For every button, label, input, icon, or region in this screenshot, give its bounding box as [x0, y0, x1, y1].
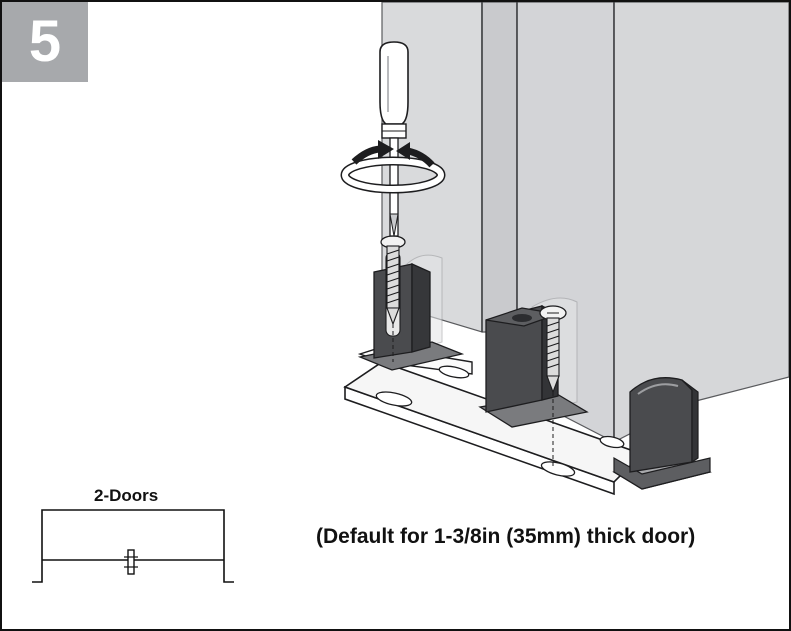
- rotation-arrow: [340, 140, 446, 194]
- doors-rail-marker: [127, 549, 135, 575]
- rail-slot: [438, 365, 470, 379]
- door-thickness-caption: (Default for 1-3/8in (35mm) thick door): [316, 525, 696, 548]
- step-number-badge: 5: [2, 2, 88, 82]
- rail-slot: [599, 435, 625, 449]
- rail-slot: [540, 461, 576, 477]
- two-doors-label: 2-Doors: [94, 486, 159, 505]
- doors-outline: [32, 509, 234, 583]
- screw-middle: [539, 305, 567, 467]
- rail-slot: [375, 391, 413, 407]
- door-guide-middle: [478, 304, 589, 428]
- door-guide-right: [612, 377, 712, 490]
